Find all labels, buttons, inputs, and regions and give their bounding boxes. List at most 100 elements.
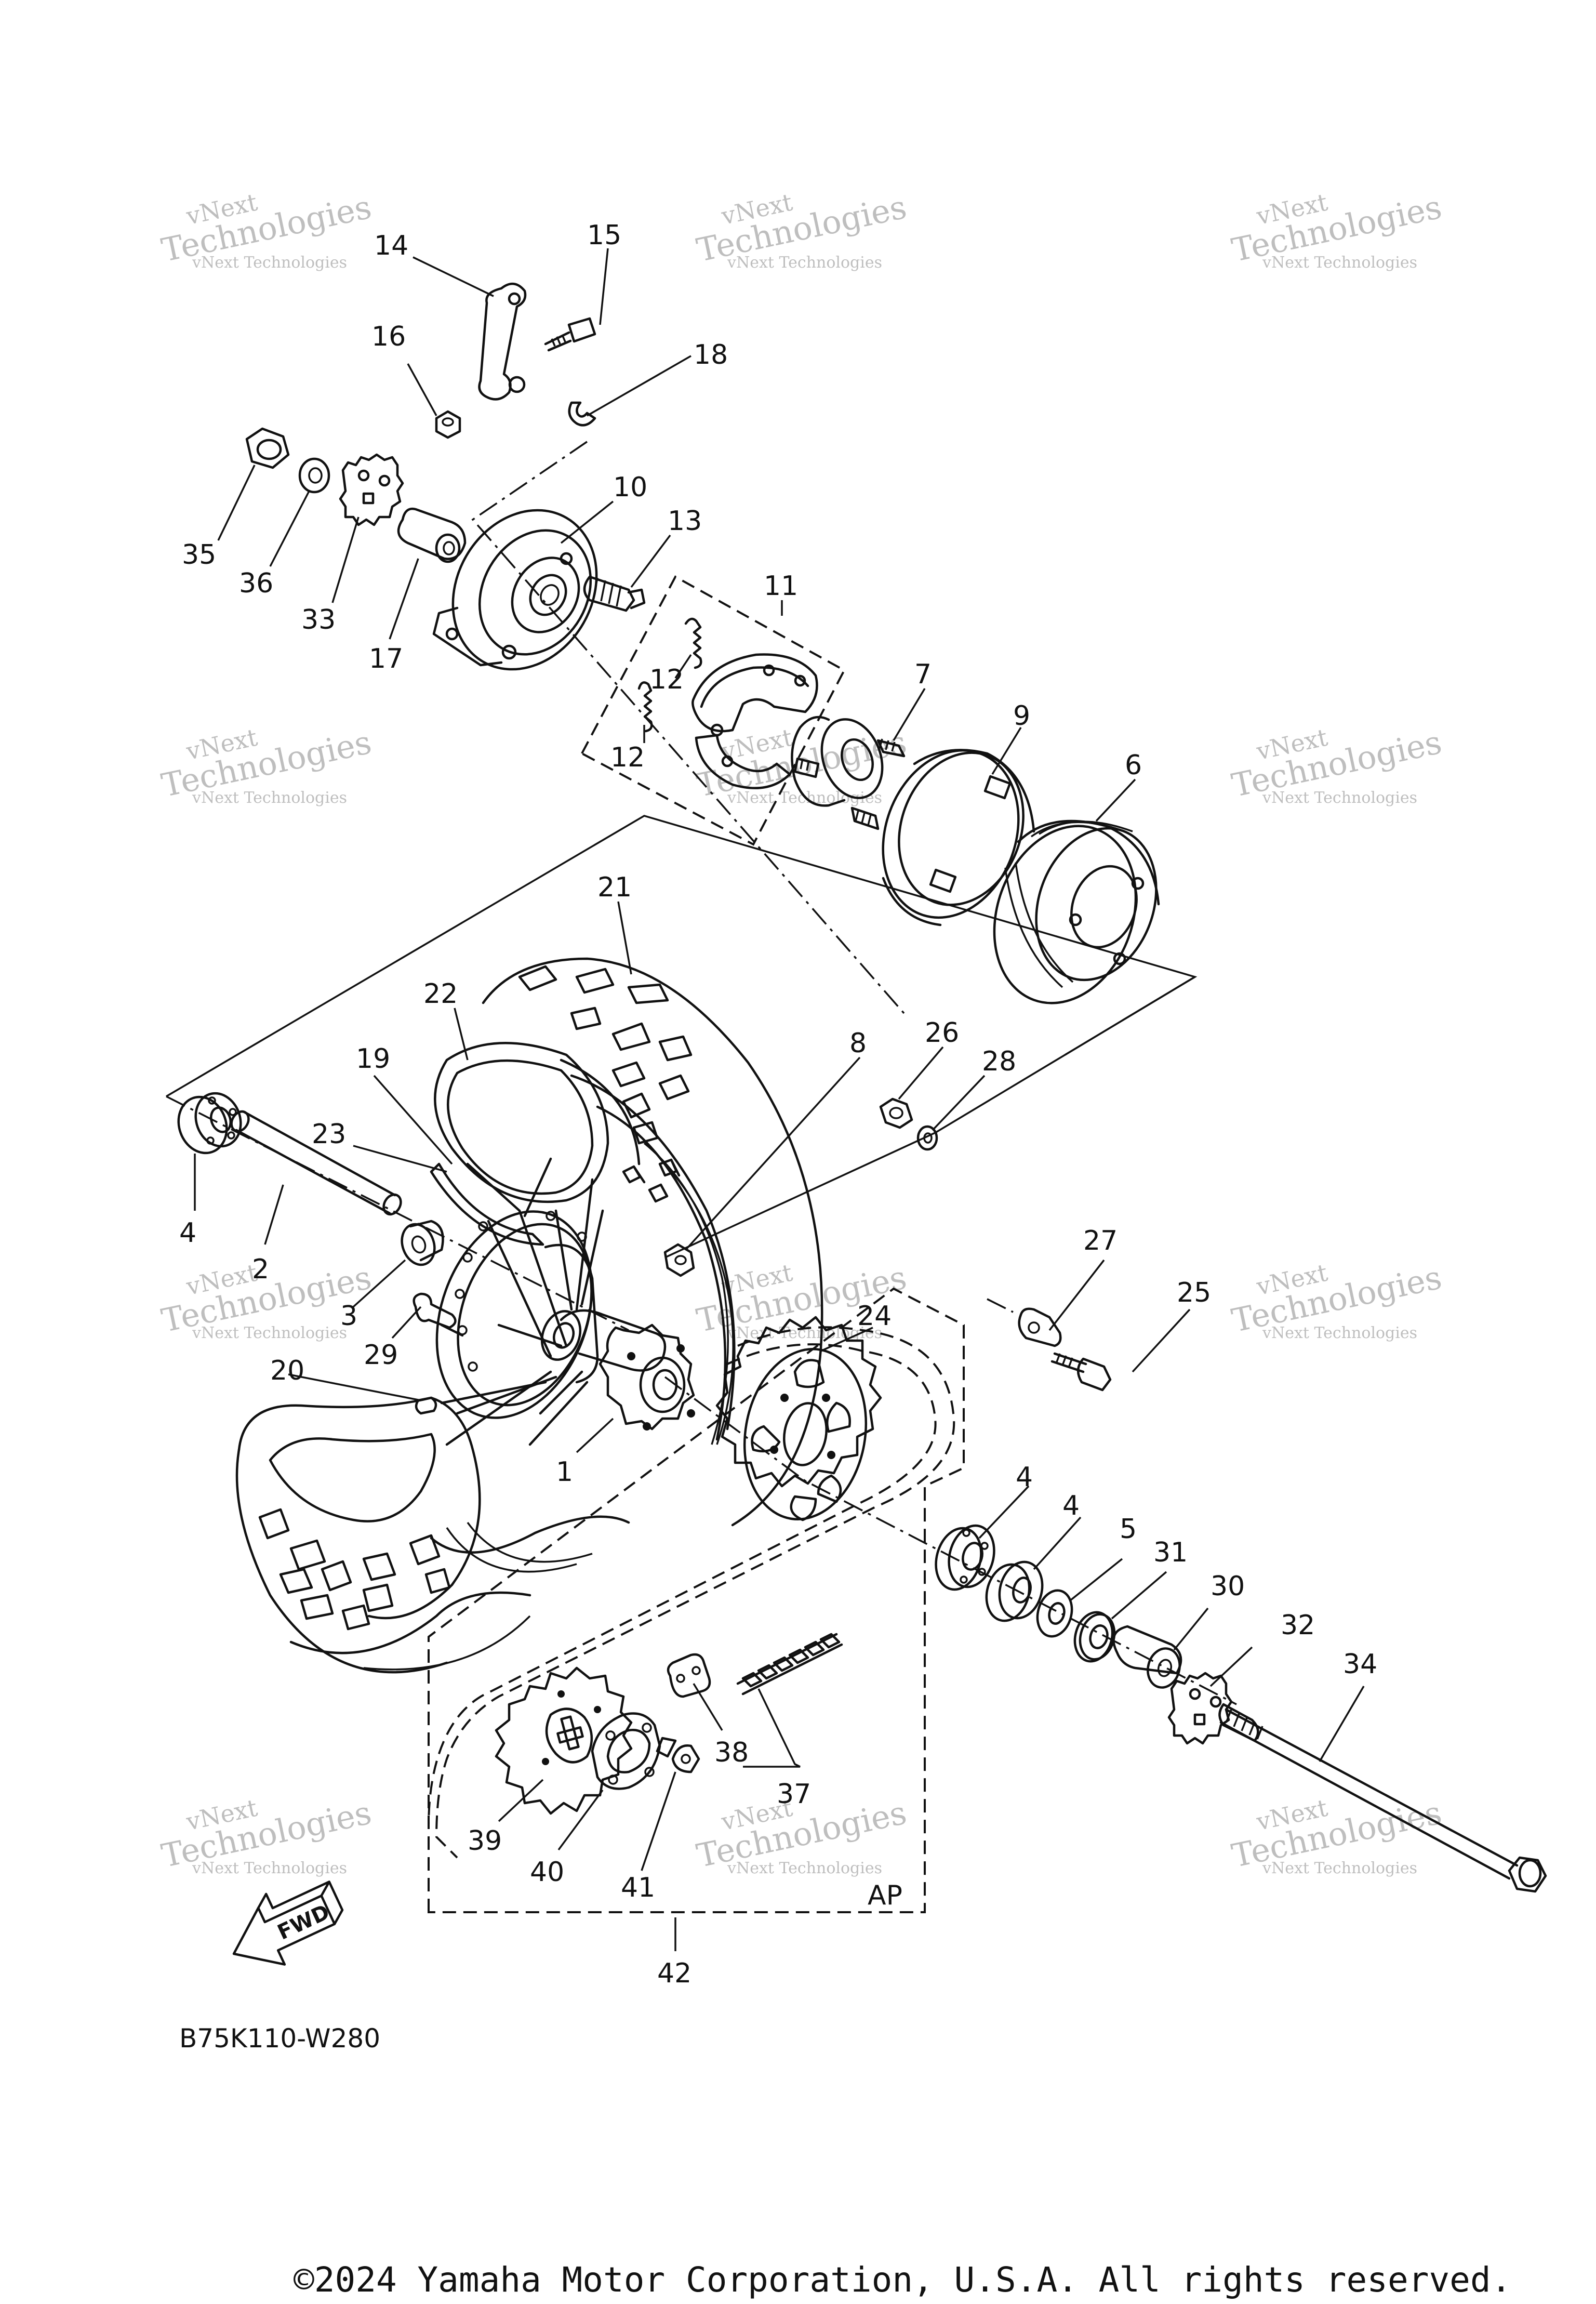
callout-40: 40 <box>530 1857 564 1888</box>
callout-21: 21 <box>597 872 632 903</box>
part-hub-1 <box>435 1210 695 1431</box>
callout-42: 42 <box>657 1958 691 1989</box>
callout-32: 32 <box>1281 1610 1315 1641</box>
callout-22: 22 <box>423 978 458 1010</box>
kit-outline-42 <box>428 1287 965 1913</box>
part-bolt-25 <box>1050 1352 1112 1392</box>
watermark-text: vNext Technologies <box>727 1859 882 1877</box>
copyright-notice: ©2024 Yamaha Motor Corporation, U.S.A. A… <box>294 2260 1511 2300</box>
part-collar-17 <box>397 507 467 563</box>
watermark-text: vNext Technologies <box>1262 1859 1417 1877</box>
callout-41: 41 <box>621 1872 655 1903</box>
callout-39: 39 <box>468 1825 502 1857</box>
part-drum-9 <box>882 749 1035 926</box>
callout-5: 5 <box>1120 1514 1137 1545</box>
watermark-text: vNext Technologies <box>1262 789 1417 807</box>
callout-17: 17 <box>369 643 403 674</box>
part-drum-6 <box>993 819 1160 1004</box>
part-nut-35 <box>245 427 290 469</box>
callout-12-upper: 12 <box>649 664 684 695</box>
callout-24: 24 <box>857 1301 892 1332</box>
part-holder-40 <box>591 1712 661 1790</box>
watermark-text: vNext Technologies <box>192 254 347 272</box>
callout-2: 2 <box>252 1254 269 1285</box>
callout-9: 9 <box>1013 700 1030 732</box>
callout-19: 19 <box>356 1043 390 1075</box>
callout-12-lower: 12 <box>610 742 645 773</box>
fwd-arrow-icon: FWD <box>232 1881 344 1966</box>
part-bolt-15 <box>544 317 596 352</box>
assembly-frame-upper <box>166 815 1198 1097</box>
watermark-group: vNext Technologies vNext Technologies vN… <box>158 188 1445 1877</box>
callout-38: 38 <box>714 1737 749 1768</box>
callout-15: 15 <box>587 220 621 251</box>
callout-33: 33 <box>301 604 336 635</box>
watermark-text: vNext Technologies <box>1262 254 1417 272</box>
callout-25: 25 <box>1177 1277 1211 1308</box>
callout-4-right-b: 4 <box>1062 1490 1080 1521</box>
leader-lines <box>194 248 1365 1951</box>
part-rim-band-22 <box>434 1042 641 1203</box>
callout-10: 10 <box>613 472 647 503</box>
watermark-text: vNext Technologies <box>192 789 347 807</box>
callout-7: 7 <box>914 659 932 690</box>
callout-23: 23 <box>312 1119 346 1150</box>
part-sprocket-24 <box>715 1316 882 1521</box>
part-brake-plate-10 <box>432 509 598 671</box>
part-axle-34 <box>1218 1703 1547 1893</box>
part-camshaft-13 <box>583 575 646 612</box>
part-clip-18 <box>568 401 596 427</box>
callout-29: 29 <box>364 1340 398 1371</box>
part-hub-bolts <box>622 1158 681 1203</box>
callout-20: 20 <box>270 1355 304 1386</box>
part-bolt-41 <box>656 1737 700 1773</box>
callout-31: 31 <box>1153 1537 1188 1568</box>
part-hub-7 <box>791 716 906 830</box>
part-bearing-4-right-b <box>985 1560 1044 1622</box>
watermark-text: vNext Technologies <box>192 1859 347 1877</box>
callout-4-left: 4 <box>179 1217 196 1249</box>
callout-34: 34 <box>1343 1649 1377 1680</box>
assembly-line-adjuster <box>987 1298 1014 1313</box>
part-collar-30 <box>1112 1625 1182 1689</box>
callout-35: 35 <box>182 539 216 571</box>
part-brake-shoe-group-11 <box>580 575 846 846</box>
part-adjuster-27 <box>1018 1307 1062 1347</box>
part-adjuster-32 <box>1167 1672 1233 1745</box>
assembly-line-axle <box>166 1095 629 1331</box>
part-spoke-20 <box>415 1396 437 1415</box>
part-spacer-2 <box>230 1110 402 1216</box>
watermark-text: vNext Technologies <box>192 1324 347 1342</box>
watermark-text: vNext Technologies <box>1262 1324 1417 1342</box>
part-spring-12-lower <box>637 681 653 733</box>
part-collar-3 <box>401 1220 444 1266</box>
callout-6: 6 <box>1125 750 1142 781</box>
callout-1: 1 <box>556 1456 573 1488</box>
part-spokes-20 <box>440 1157 604 1446</box>
callout-3: 3 <box>340 1301 357 1332</box>
part-tire-21 <box>235 957 823 1674</box>
callout-27: 27 <box>1083 1225 1118 1256</box>
diagram-code: B75K110-W280 <box>179 2023 380 2054</box>
part-collar-5 <box>1036 1589 1073 1638</box>
part-brake-arm <box>478 283 527 401</box>
part-master-link-38 <box>667 1653 711 1698</box>
part-rim-lock-19 <box>430 1162 544 1246</box>
part-seal-31 <box>1073 1611 1116 1663</box>
callout-18: 18 <box>694 339 728 370</box>
callout-37: 37 <box>777 1779 811 1810</box>
part-nut-8 <box>663 1243 695 1277</box>
part-washer-28 <box>916 1125 938 1151</box>
assembly-line-bearings <box>664 1376 1237 1705</box>
callout-36: 36 <box>239 568 273 599</box>
part-adjuster-33 <box>339 453 404 526</box>
part-nut-26 <box>879 1097 913 1129</box>
assembly-line-brake-arm <box>471 441 905 1014</box>
part-drive-sprocket-39 <box>495 1666 633 1815</box>
callout-14: 14 <box>374 230 408 261</box>
part-spring-12-upper <box>684 617 702 669</box>
callout-labels: 14 15 16 18 35 36 33 17 10 13 11 12 12 7… <box>179 220 1377 1989</box>
label-ap: AP <box>868 1880 902 1911</box>
part-bearing-4-right-a <box>935 1524 995 1591</box>
